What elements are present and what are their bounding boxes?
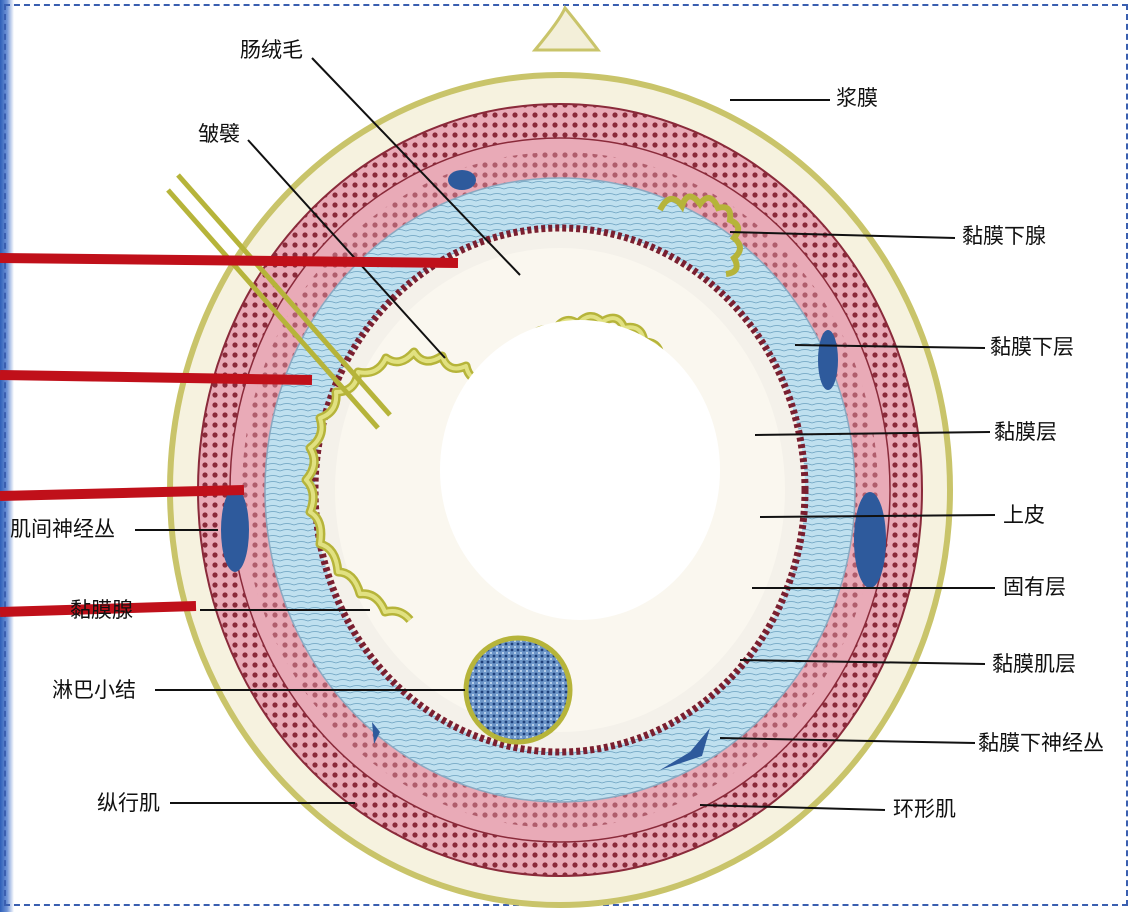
label-submucosal-plexus: 黏膜下神经丛 bbox=[978, 733, 1104, 754]
label-mucosal-gland: 黏膜腺 bbox=[70, 600, 133, 621]
label-myenteric-plexus: 肌间神经丛 bbox=[10, 519, 115, 540]
label-serosa: 浆膜 bbox=[836, 88, 878, 109]
label-circular-muscle: 环形肌 bbox=[893, 799, 956, 820]
label-villi: 肠绒毛 bbox=[240, 40, 303, 61]
lymph-nodule bbox=[466, 638, 570, 742]
mesentery bbox=[535, 8, 598, 50]
label-epithelium: 上皮 bbox=[1003, 505, 1045, 526]
label-mucosa: 黏膜层 bbox=[994, 422, 1057, 443]
label-submucosal-gland: 黏膜下腺 bbox=[962, 226, 1046, 247]
label-lamina-propria: 固有层 bbox=[1003, 577, 1066, 598]
lumen bbox=[440, 320, 720, 620]
label-submucosa: 黏膜下层 bbox=[990, 337, 1074, 358]
label-lymph-nodule: 淋巴小结 bbox=[52, 680, 136, 701]
label-muscularis-mucosae: 黏膜肌层 bbox=[992, 654, 1076, 675]
label-longitudinal-muscle: 纵行肌 bbox=[97, 793, 160, 814]
label-plica: 皱襞 bbox=[198, 124, 240, 145]
